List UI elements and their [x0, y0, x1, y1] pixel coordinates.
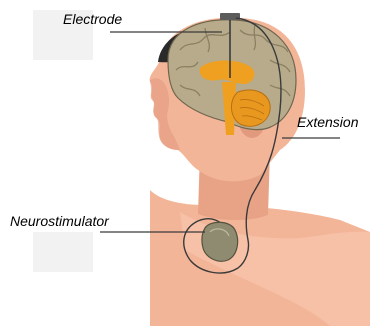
neurostimulator-label: Neurostimulator	[10, 214, 109, 228]
neurostimulator-device	[202, 222, 238, 261]
neurostimulator-label-box	[33, 232, 93, 272]
electrode-label: Electrode	[63, 12, 122, 26]
burr-hole-cap	[220, 13, 240, 20]
extension-label: Extension	[297, 115, 358, 129]
